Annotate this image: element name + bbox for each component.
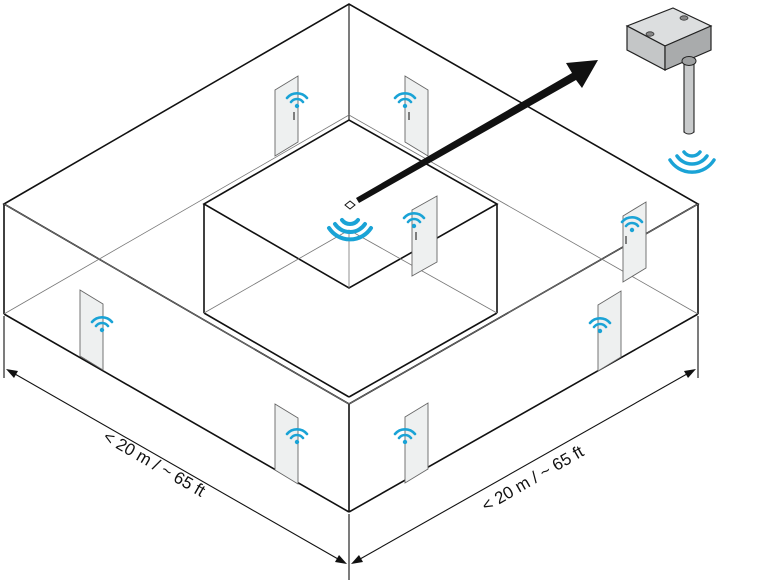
dimension-lines [3, 316, 699, 580]
inner-room [202, 119, 499, 398]
door-icon [274, 75, 299, 157]
wifi-signal-icon [668, 150, 716, 174]
depth-dimension-label: < 20 m / ~ 65 ft [479, 442, 588, 516]
door-icon [597, 290, 622, 372]
door-handles [293, 112, 627, 244]
gateway-signal [668, 150, 716, 174]
gateway-device-icon [625, 7, 713, 135]
door-icon [622, 201, 647, 283]
ceiling-sensor-icon [327, 200, 373, 242]
arrow-icon [356, 60, 598, 203]
door-icon [404, 402, 429, 484]
doors [79, 75, 647, 485]
door-icon [79, 289, 104, 371]
door-icon [274, 403, 299, 485]
door-icon [411, 195, 438, 277]
width-dimension-label: < 20 m / ~ 65 ft [100, 427, 209, 501]
dimension-arrowheads [6, 369, 696, 564]
